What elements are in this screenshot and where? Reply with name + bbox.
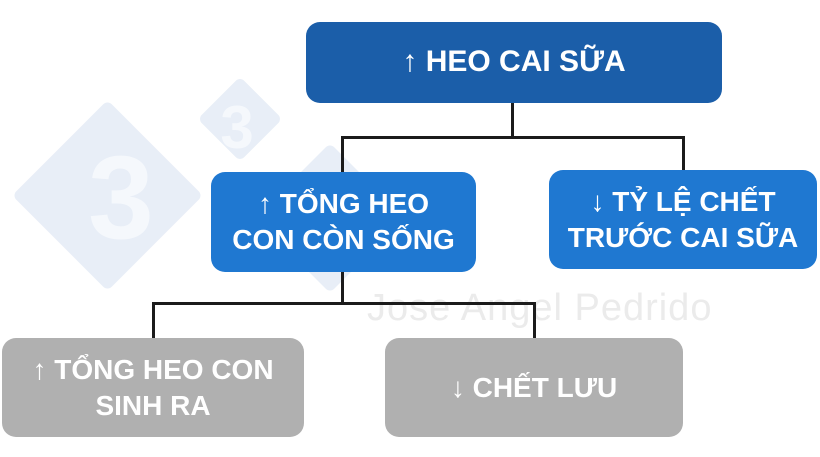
connector-drop-live-born [341,136,344,174]
connector-drop-total-born [152,302,155,340]
watermark-digit-3-large: 3 [88,132,154,264]
node-tong-heo-con-sinh-ra: ↑ TỔNG HEO CON SINH RA [2,338,304,437]
connector-root-stem [511,103,514,138]
connector-drop-mortality [682,136,685,172]
watermark-digit-3-small: 3 [220,94,254,161]
connector-live-born-stem [341,270,344,305]
connector-drop-stillborn [533,302,536,340]
node-heo-cai-sua: ↑ HEO CAI SỮA [306,22,722,103]
connector-level3-horizontal [152,302,536,305]
node-ty-le-chet-truoc-cai-sua: ↓ TỶ LỆ CHẾT TRƯỚC CAI SỮA [549,170,817,269]
node-chet-luu: ↓ CHẾT LƯU [385,338,683,437]
connector-level2-horizontal [341,136,685,139]
node-tong-heo-con-con-song: ↑ TỔNG HEO CON CÒN SỐNG [211,172,476,272]
watermark-author-text: Jose Angel Pedrido [367,287,713,329]
